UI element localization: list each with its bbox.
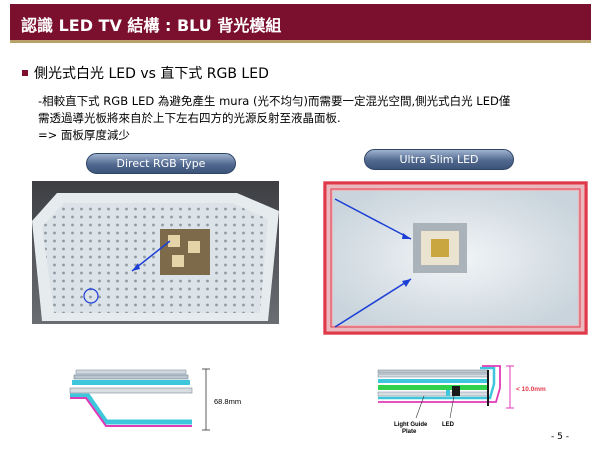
title-bar: 認識 LED TV 結構 : BLU 背光模組: [10, 4, 591, 43]
description-line-2: 需透過導光板將來自於上下左右四方的光源反射至液晶面板.: [38, 111, 341, 125]
bullet-text: 側光式白光 LED vs 直下式 RGB LED: [34, 66, 269, 82]
direct-cross-section-diagram: 68.8mm: [69, 368, 241, 431]
page-title: 認識 LED TV 結構 : BLU 背光模組: [21, 16, 282, 35]
edge-cross-section-diagram: < 10.0mm Light Guide Plate LED: [377, 365, 546, 435]
description-line-1: -相較直下式 RGB LED 為避免產生 mura (光不均勻)而需要一定混光空…: [38, 94, 511, 108]
led-label: LED: [442, 422, 455, 428]
edge-dimension-label: < 10.0mm: [516, 386, 546, 393]
lgp-label-line-1: Light Guide: [394, 422, 428, 428]
direct-dimension-label: 68.8mm: [214, 397, 241, 406]
direct-rgb-label: Direct RGB Type: [86, 153, 236, 174]
ultra-slim-label: Ultra Slim LED: [364, 149, 514, 170]
lgp-label-line-2: Plate: [402, 429, 417, 435]
description-line-3: => 面板厚度減少: [38, 128, 130, 142]
page-number: - 5 -: [551, 432, 569, 442]
bullet-heading: 側光式白光 LED vs 直下式 RGB LED: [22, 63, 269, 83]
direct-led-photo: [32, 181, 279, 324]
edge-led-photo: [323, 181, 588, 335]
bullet-marker: [22, 70, 28, 76]
